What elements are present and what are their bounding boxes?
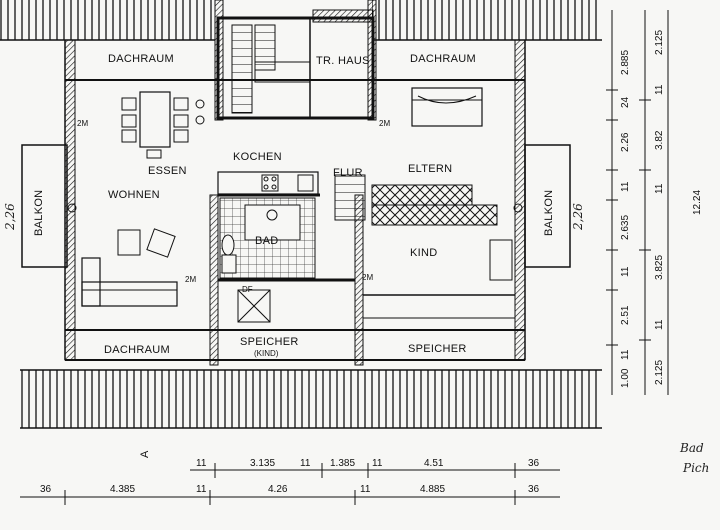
dim-right-6: 11 (620, 266, 631, 277)
dim-bottom-row2-6: 4.885 (420, 484, 445, 495)
dim-right-col2-4: 3.825 (654, 255, 665, 280)
height-mark-2m: 2M (77, 119, 88, 128)
interior-walls (209, 184, 515, 366)
dim-bottom-row2-2: 4.385 (110, 484, 135, 495)
handwritten-note: Pich (682, 461, 709, 475)
room-label-eltern: ELTERN (408, 163, 452, 175)
dim-bottom-row2-7: 36 (528, 484, 540, 495)
dim-right-5: 2.635 (620, 215, 631, 240)
roof-window-label: DF (242, 285, 253, 294)
living-furniture (81, 228, 178, 307)
balkon-left (21, 144, 68, 268)
dim-right-9: 1.00 (620, 368, 631, 388)
dim-bottom-6: 4.51 (424, 458, 444, 469)
height-mark-2m: 2M (185, 275, 196, 284)
room-label-bad: BAD (255, 235, 279, 247)
dim-bottom-5: 11 (372, 458, 383, 469)
height-mark-2m: 2M (362, 273, 373, 282)
room-label-essen: ESSEN (148, 165, 187, 177)
dining-table (121, 91, 189, 159)
room-label-tr-haus: TR. HAUS (316, 55, 370, 67)
dim-bottom-row2-1: 36 (40, 484, 52, 495)
room-label-flur: FLUR (333, 167, 363, 179)
kitchen-unit (217, 171, 319, 195)
balkon-height-left: 2,26 (3, 203, 17, 231)
dim-bottom-2: 3.135 (250, 458, 275, 469)
section-mark-a: A (139, 450, 151, 458)
room-label-kochen: KOCHEN (233, 151, 282, 163)
room-label-wohnen: WOHNEN (108, 189, 160, 201)
dim-right-3: 2.26 (620, 132, 631, 152)
roof-window (237, 289, 271, 323)
stair-core (214, 0, 377, 121)
dim-right-7: 2.51 (620, 305, 631, 325)
dim-bottom-3: 11 (300, 458, 311, 469)
dim-bottom-1: 11 (196, 458, 207, 469)
room-label-dachraum-top-right: DACHRAUM (410, 53, 476, 65)
room-label-balkon-right: BALKON (543, 190, 555, 236)
room-label-dachraum-bottom-left: DACHRAUM (104, 344, 170, 356)
dim-bottom-row2-5: 11 (360, 484, 371, 495)
room-label-speicher-right: SPEICHER (408, 343, 467, 355)
roof-bottom (20, 369, 602, 429)
double-bed (411, 87, 483, 127)
dim-right-8: 11 (620, 349, 631, 360)
room-label-speicher-kind: SPEICHER (240, 336, 299, 348)
dim-right-col2-5: 11 (654, 319, 665, 330)
dim-right-1: 2.885 (620, 50, 631, 75)
dim-bottom-row2-4: 4.26 (268, 484, 288, 495)
room-label-dachraum-top-left: DACHRAUM (108, 53, 174, 65)
balkon-right (524, 144, 571, 268)
dormer-posts (67, 99, 523, 213)
height-mark-2m: 2M (379, 119, 390, 128)
balkon-height-right: 2,26 (571, 203, 585, 231)
room-label-kind: KIND (410, 247, 437, 259)
bathroom (219, 197, 316, 279)
room-label-speicher-kind-sub: (KIND) (254, 349, 279, 358)
dim-right-col2-1: 11 (654, 84, 665, 95)
roof-top-right (372, 0, 602, 41)
dim-right-col2-6: 2.125 (654, 360, 665, 385)
dim-right-col2-top: 2.125 (654, 30, 665, 55)
dim-right-2: 24 (620, 96, 631, 108)
flur-steps (334, 174, 366, 221)
dim-right-4: 11 (620, 181, 631, 192)
dim-right-col2-2: 3.82 (654, 130, 665, 150)
desk-kind (489, 239, 513, 281)
dim-bottom-7: 36 (528, 458, 540, 469)
bottom-dimension-chain (20, 463, 560, 505)
outer-walls (64, 39, 526, 361)
dim-bottom-row2-3: 11 (196, 484, 207, 495)
dim-bottom-4: 1.385 (330, 458, 355, 469)
roof-top-left (0, 0, 215, 41)
dim-right-total: 12.24 (692, 190, 703, 215)
dim-right-col2-3: 11 (654, 183, 665, 194)
handwritten-note: Bad (679, 441, 704, 455)
room-label-balkon-left: BALKON (33, 190, 45, 236)
right-dimension-chain (606, 10, 669, 395)
